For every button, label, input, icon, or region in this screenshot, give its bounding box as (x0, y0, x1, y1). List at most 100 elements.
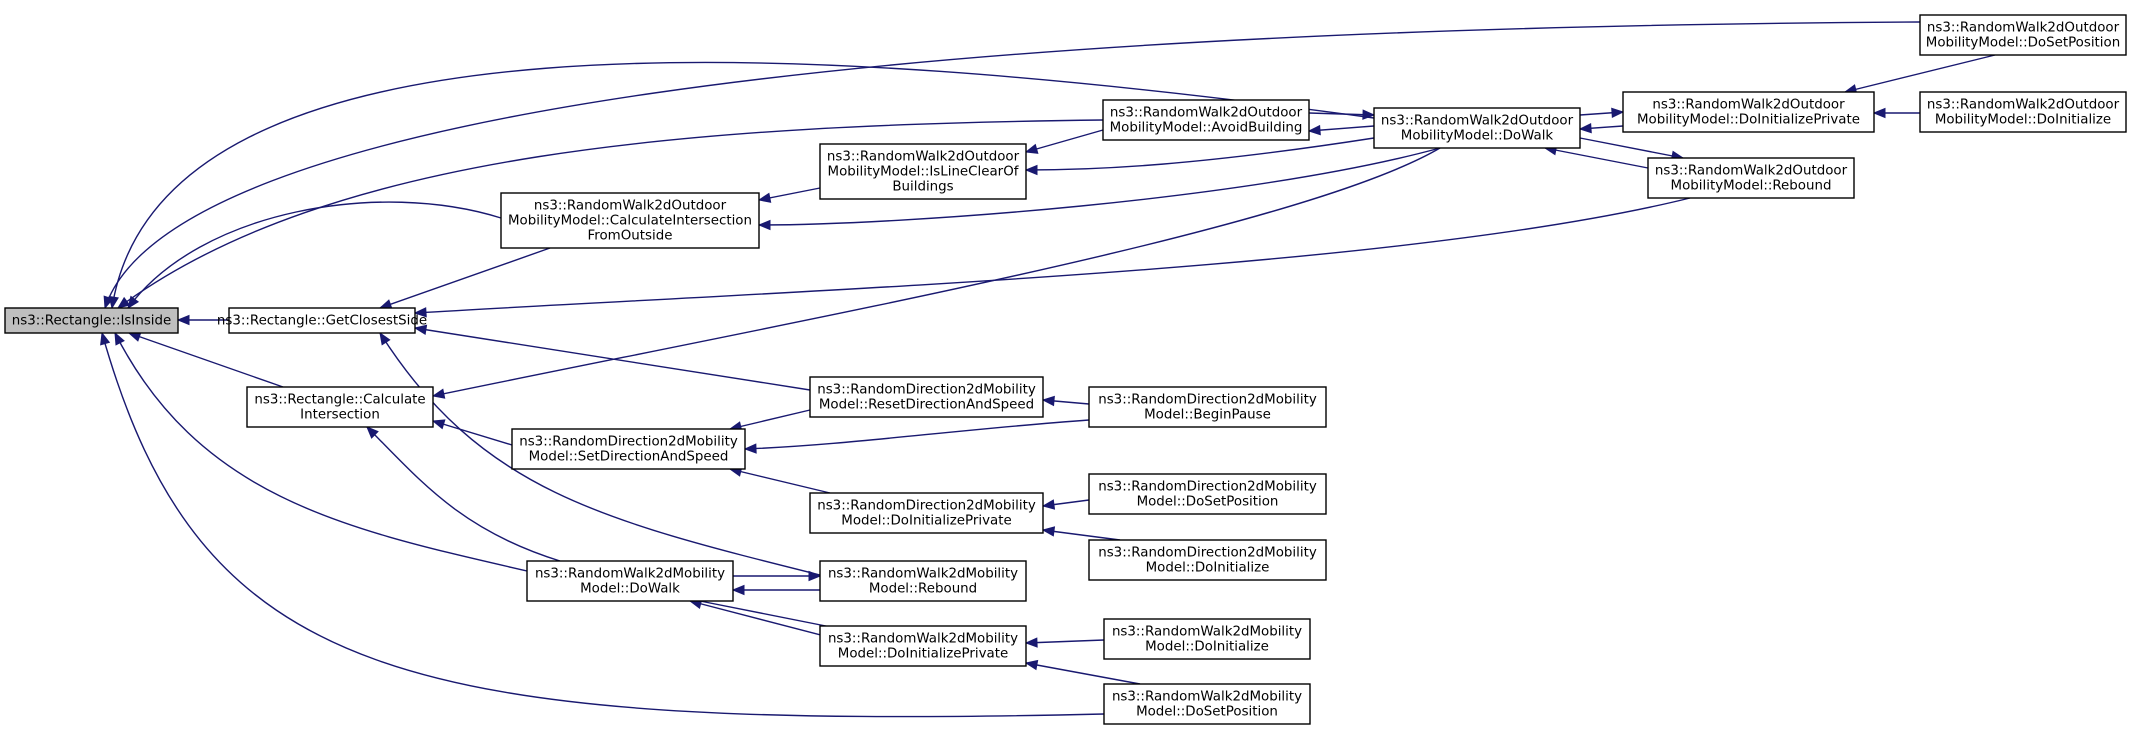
arrowhead-icon (1024, 143, 1039, 154)
call-edge-rw2do_lineclear-to-rw2do_calcinter (757, 187, 821, 203)
node-label: ns3::RandomDirection2dMobility (817, 383, 1036, 398)
call-edge-rw2d_doinitpriv-to-rw2d_dowalk (688, 598, 841, 641)
node-rd2d-beginpause[interactable]: ns3::RandomDirection2dMobilityModel::Beg… (1088, 386, 1327, 428)
node-label: Model::DoSetPosition (1136, 705, 1278, 720)
node-rd2d-setdir[interactable]: ns3::RandomDirection2dMobilityModel::Set… (511, 428, 746, 470)
node-calcinter[interactable]: ns3::Rectangle::CalculateIntersection (246, 386, 434, 428)
node-label: ns3::Rectangle::Calculate (254, 393, 425, 408)
call-edge-rw2do_doinit-to-rw2do_doinitpriv (1872, 107, 1920, 119)
node-label: ns3::RandomWalk2dMobility (828, 632, 1018, 647)
node-rw2do-doinitpriv[interactable]: ns3::RandomWalk2dOutdoorMobilityModel::D… (1622, 91, 1875, 133)
node-label: ns3::RandomWalk2dOutdoor (1652, 98, 1845, 113)
edge-line (758, 147, 1441, 226)
edge-line (379, 247, 551, 309)
node-box (1647, 157, 1855, 199)
node-isinside[interactable]: ns3::Rectangle::IsInside (4, 307, 179, 334)
call-edge-rd2d_reset-to-rd2d_setdir (728, 409, 811, 432)
node-rw2do-dowalk[interactable]: ns3::RandomWalk2dOutdoorMobilityModel::D… (1373, 107, 1581, 149)
edge-line (128, 332, 284, 388)
arrowhead-icon (757, 192, 772, 203)
call-edge-rw2d_dowalk-to-rw2d_rebound (733, 570, 822, 582)
arrowhead-icon (757, 219, 771, 231)
node-rd2d-reset[interactable]: ns3::RandomDirection2dMobilityModel::Res… (809, 376, 1044, 418)
node-label: MobilityModel::AvoidBuilding (1110, 121, 1303, 136)
node-rd2d-dosetpos[interactable]: ns3::RandomDirection2dMobilityModel::DoS… (1088, 473, 1327, 515)
node-rw2do-calcinter[interactable]: ns3::RandomWalk2dOutdoorMobilityModel::C… (500, 192, 760, 249)
call-edge-calcinter-to-isinside (127, 331, 284, 388)
node-label: MobilityModel::DoInitialize (1935, 113, 2111, 128)
arrowhead-icon (1611, 107, 1625, 119)
call-edge-rw2do_rebound-to-getclosest (413, 197, 1691, 318)
node-getclosest[interactable]: ns3::Rectangle::GetClosestSide (217, 307, 427, 334)
call-edge-rw2do_dowalk-to-rw2do_doinitpriv (1579, 107, 1625, 119)
arrowhead-icon (743, 443, 757, 454)
call-edge-rw2do_dowalk-to-isinside (108, 61, 1375, 310)
node-rw2do-dosetpos[interactable]: ns3::RandomWalk2dOutdoorMobilityModel::D… (1919, 14, 2127, 56)
call-edge-rd2d_reset-to-getclosest (413, 324, 811, 391)
node-label: MobilityModel::DoSetPosition (1926, 36, 2120, 51)
call-graph-edges (100, 21, 1996, 718)
edge-line (114, 332, 528, 572)
edge-line (1544, 147, 1649, 169)
node-label: Model::SetDirectionAndSpeed (529, 450, 729, 465)
call-edge-rd2d_beginpause-to-rd2d_reset (1041, 395, 1090, 407)
node-label: Model::DoInitializePrivate (838, 647, 1008, 662)
node-rw2do-doinit[interactable]: ns3::RandomWalk2dOutdoorMobilityModel::D… (1919, 91, 2127, 133)
edge-line (1025, 137, 1375, 171)
node-label: MobilityModel::DoInitializePrivate (1637, 113, 1860, 128)
node-label: ns3::RandomWalk2dOutdoor (1927, 21, 2120, 36)
edge-line (1025, 129, 1104, 153)
node-box (819, 143, 1027, 200)
node-rw2do-lineclear[interactable]: ns3::RandomWalk2dOutdoorMobilityModel::I… (819, 143, 1027, 200)
node-rw2d-doinitpriv[interactable]: ns3::RandomWalk2dMobilityModel::DoInitia… (819, 625, 1027, 667)
node-box (500, 192, 760, 249)
node-label: ns3::RandomWalk2dOutdoor (1110, 106, 1303, 121)
edge-line (366, 426, 561, 562)
node-label: Model::DoWalk (580, 582, 680, 597)
node-box (1088, 539, 1327, 581)
node-rw2d-doinit[interactable]: ns3::RandomWalk2dMobilityModel::DoInitia… (1103, 618, 1311, 660)
arrowhead-icon (366, 426, 379, 439)
node-label: MobilityModel::Rebound (1671, 179, 1832, 194)
call-edge-rw2do_avoid-to-rw2do_dowalk (1308, 109, 1376, 120)
arrowhead-icon (431, 419, 446, 430)
call-edge-rw2do_dowalk-to-rw2do_rebound (1579, 137, 1685, 161)
node-rd2d-doinitpriv[interactable]: ns3::RandomDirection2dMobilityModel::DoI… (809, 492, 1044, 534)
node-box (1622, 91, 1875, 133)
node-label: Intersection (300, 408, 380, 423)
node-label: Model::BeginPause (1144, 408, 1271, 423)
edge-line (744, 419, 1090, 450)
node-rw2do-rebound[interactable]: ns3::RandomWalk2dOutdoorMobilityModel::R… (1647, 157, 1855, 199)
node-label: ns3::RandomWalk2dMobility (535, 567, 725, 582)
arrowhead-icon (108, 295, 119, 310)
node-label: Model::DoSetPosition (1137, 495, 1279, 510)
node-rd2d-doinit[interactable]: ns3::RandomDirection2dMobilityModel::DoI… (1088, 539, 1327, 581)
node-box (1088, 386, 1327, 428)
node-rw2do-avoid[interactable]: ns3::RandomWalk2dOutdoorMobilityModel::A… (1102, 99, 1310, 141)
call-edge-rw2do_avoid-to-isinside (116, 119, 1104, 309)
arrowhead-icon (808, 570, 822, 582)
edge-line (432, 147, 1441, 397)
edge-line (127, 201, 502, 309)
node-box (1919, 14, 2127, 56)
node-label: ns3::RandomDirection2dMobility (519, 435, 738, 450)
edge-line (1025, 639, 1105, 644)
node-box (819, 560, 1027, 602)
node-label: ns3::RandomWalk2dOutdoor (827, 150, 1020, 165)
call-edge-rw2do_dowalk-to-rw2do_avoid (1307, 124, 1375, 136)
node-label: Model::DoInitialize (1145, 640, 1269, 655)
arrowhead-icon (1362, 109, 1376, 120)
call-edge-rw2d_dowalk-to-calcinter (366, 426, 561, 562)
node-rw2d-dosetpos[interactable]: ns3::RandomWalk2dMobilityModel::DoSetPos… (1103, 683, 1311, 725)
edge-line (117, 119, 1104, 309)
call-edge-rw2do_dowalk-to-rw2do_calcinter (757, 147, 1441, 231)
node-label: MobilityModel::CalculateIntersection (508, 214, 752, 229)
edge-line (101, 332, 1105, 718)
arrowhead-icon (1307, 124, 1321, 136)
call-edge-rw2d_dosetpos-to-rw2d_doinitpriv (1024, 659, 1141, 685)
call-edge-rw2d_rebound-to-rw2d_dowalk (731, 584, 820, 596)
node-label: ns3::RandomWalk2dMobility (828, 567, 1018, 582)
